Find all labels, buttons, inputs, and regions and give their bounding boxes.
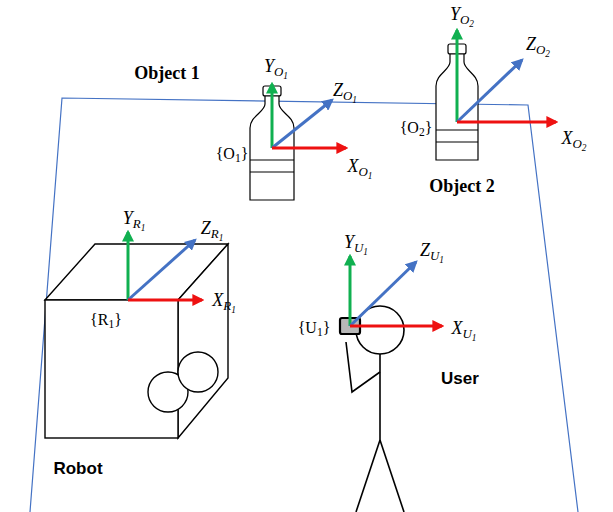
frame-label: {U1} — [298, 320, 331, 336]
frame-label: {R1} — [90, 312, 122, 328]
axis-label: XU1 — [451, 319, 476, 337]
axis-label: ZO1 — [333, 81, 357, 99]
axis-label: XO1 — [347, 157, 372, 175]
object-title: Object 2 — [429, 177, 494, 195]
axis-label: YO1 — [264, 57, 288, 75]
robot-body — [45, 244, 228, 438]
axis-label: XR1 — [212, 291, 236, 309]
axis-label: YU1 — [344, 233, 368, 251]
axis-label: ZU1 — [420, 241, 444, 259]
axis-label: YO2 — [450, 5, 474, 23]
object-title: Object 1 — [134, 64, 199, 82]
user-figure — [340, 306, 404, 512]
ground-plane — [30, 98, 578, 512]
entity-name: Robot — [53, 460, 102, 477]
entity-name: User — [441, 370, 479, 387]
axis-label: ZR1 — [201, 219, 224, 237]
frame-axes — [128, 30, 556, 326]
frame-label: {O2} — [400, 120, 433, 136]
axis-label: XO2 — [561, 129, 586, 147]
axis-label: YR1 — [123, 209, 146, 227]
axis-label: ZO2 — [526, 35, 550, 53]
frame-label: {O1} — [216, 146, 249, 162]
